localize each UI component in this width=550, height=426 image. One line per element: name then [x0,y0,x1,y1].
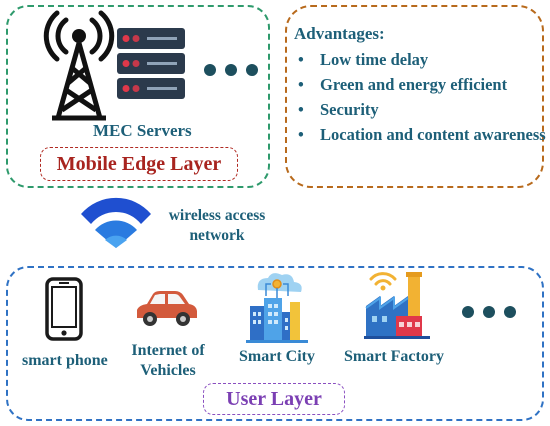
server-rack-icon [117,28,185,99]
wireless-caption: wireless access network [159,206,275,246]
smart-city-label: Smart City [239,348,315,365]
wireless-caption-line2: network [189,227,245,244]
smart-factory-label: Smart Factory [344,348,444,365]
more-servers-ellipsis [204,63,267,81]
user-layer-box [6,266,544,421]
smartphone-icon [45,277,83,341]
advantages-list: Low time delay Green and energy efficien… [296,47,546,147]
iov-label-line2: Vehicles [140,362,196,379]
advantages-title: Advantages: [294,24,385,43]
smart-city-icon [246,273,308,343]
internet-of-vehicles-label: Internet of Vehicles [116,341,220,381]
advantage-item: Green and energy efficient [296,72,546,97]
mobile-edge-layer-box [6,5,270,188]
cell-tower-icon [43,10,115,121]
more-devices-ellipsis [462,305,525,323]
wireless-caption-line1: wireless access [168,207,266,224]
iov-label-line1: Internet of [131,342,205,359]
smart-factory-icon [364,272,430,339]
advantage-item: Security [296,97,546,122]
mec-servers-caption: MEC Servers [93,121,192,140]
advantage-item: Low time delay [296,47,546,72]
car-icon [137,291,197,326]
user-layer-label: User Layer [203,383,345,415]
smart-phone-label: smart phone [22,352,108,369]
wifi-icon [81,197,151,248]
advantage-item: Location and content awareness [296,122,546,147]
mobile-edge-layer-label: Mobile Edge Layer [40,147,238,181]
